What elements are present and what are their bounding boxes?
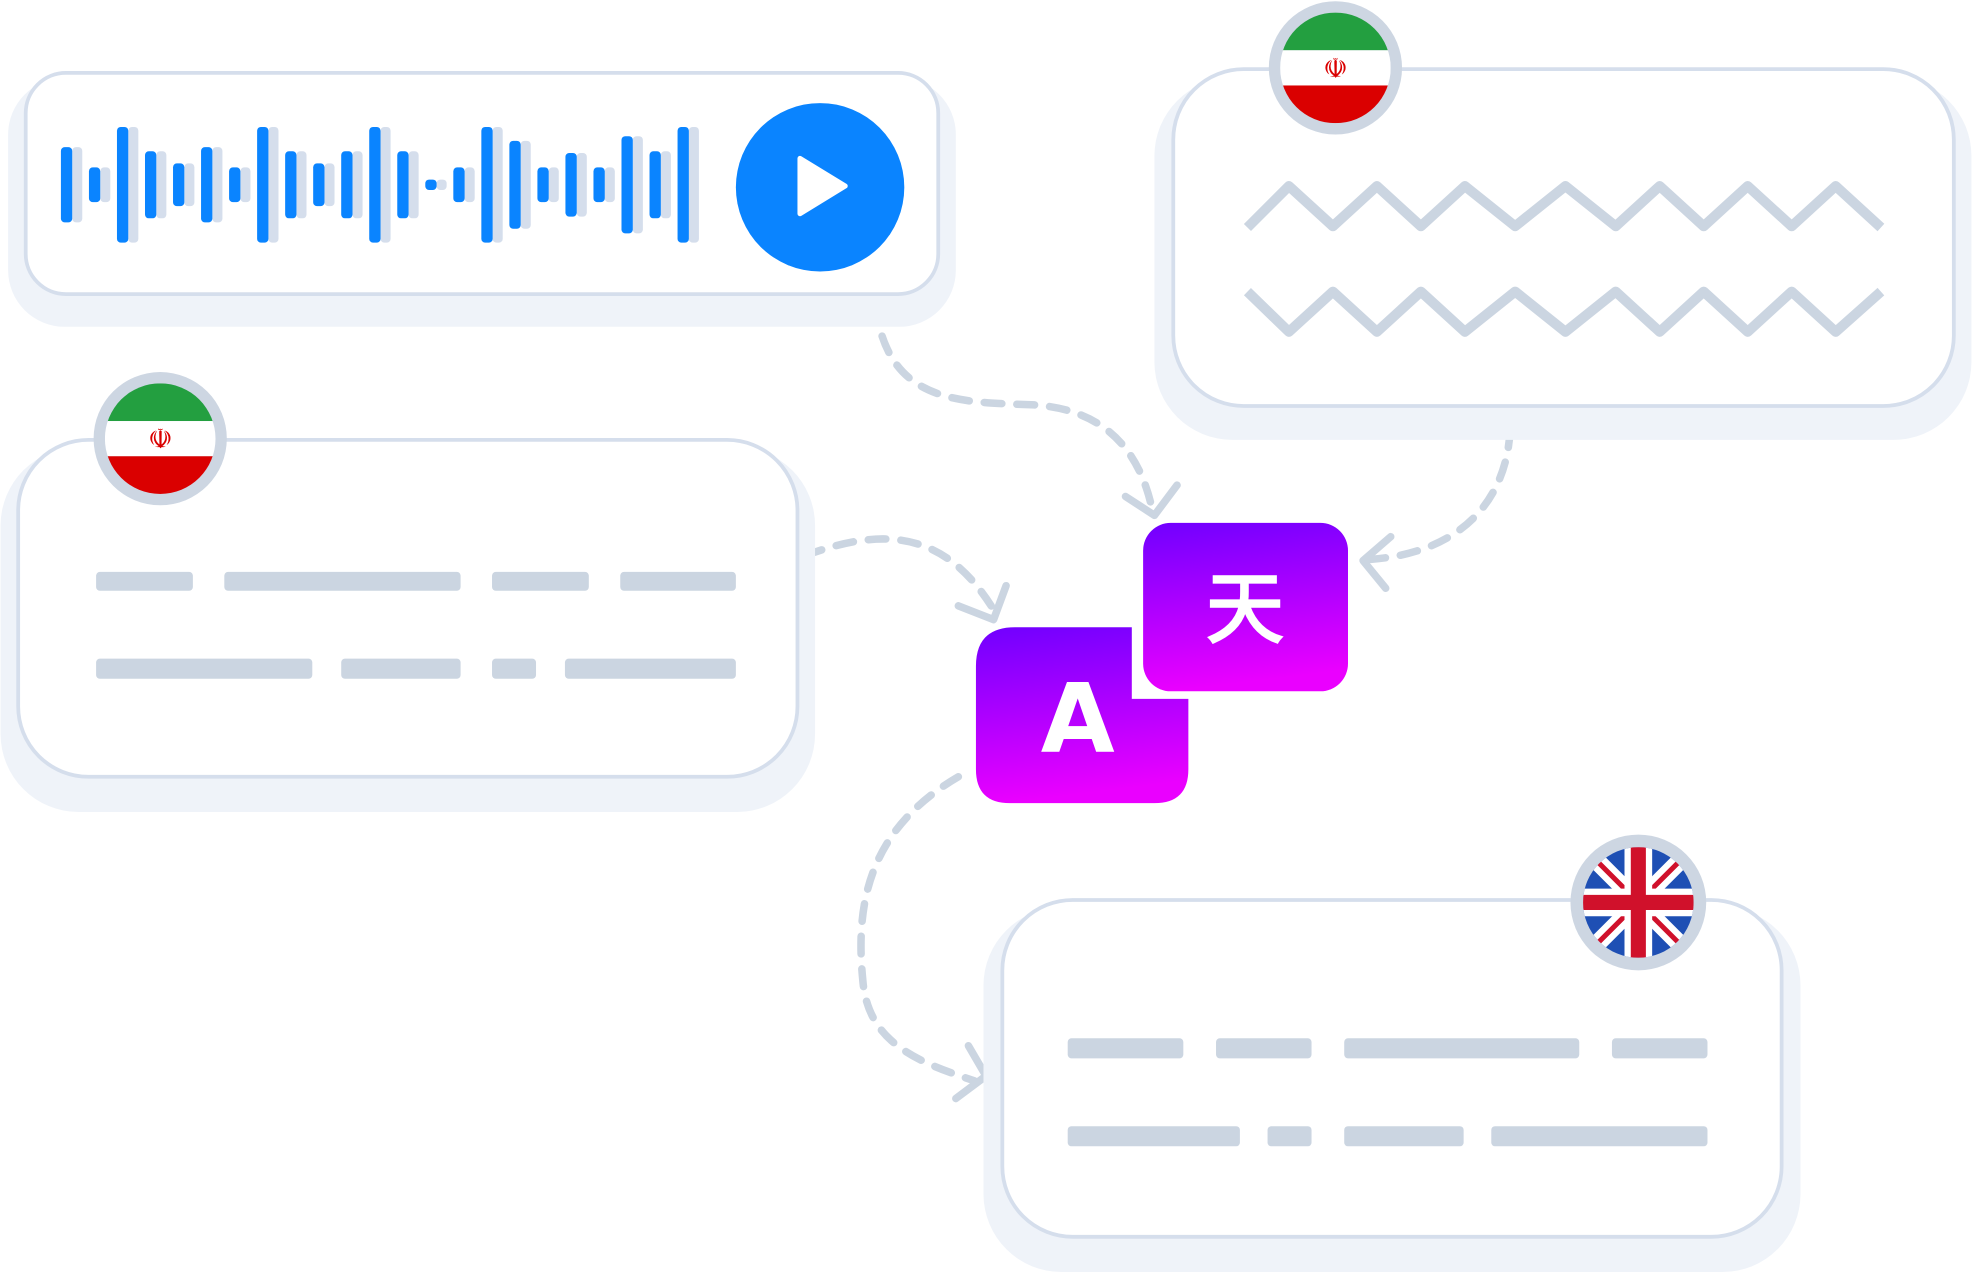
waveform-bar	[88, 167, 101, 203]
connector-speech-to-translate	[1366, 426, 1514, 564]
waveform-bar	[60, 147, 73, 223]
waveform-bar	[677, 126, 689, 243]
waveform-bar	[341, 151, 353, 219]
cjk-glyph: 天	[1206, 565, 1284, 655]
connector-translate-to-english	[857, 773, 979, 1085]
iran-flag-icon: ☫	[93, 372, 227, 506]
waveform-bar	[453, 167, 465, 203]
scribble-lines	[1243, 180, 1885, 337]
dashed-connectors	[801, 300, 1514, 1085]
waveform-bar-shadow	[408, 151, 419, 219]
waveform-bar	[397, 151, 409, 219]
waveform-bar-shadow	[212, 147, 223, 223]
waveform-bar-shadow	[128, 126, 139, 243]
play-icon	[797, 155, 848, 217]
waveform-bar	[369, 126, 381, 243]
audio-waveform	[60, 126, 699, 243]
waveform-bar-shadow	[492, 126, 503, 243]
waveform-bar	[509, 140, 521, 229]
waveform-bar-shadow	[380, 126, 391, 243]
waveform-bar	[537, 167, 549, 203]
waveform-bar-shadow	[604, 167, 615, 203]
waveform-bar-shadow	[296, 151, 307, 219]
speech-text-card: ☫	[1154, 1, 1972, 440]
waveform-bar-shadow	[268, 126, 279, 243]
waveform-bar	[116, 126, 129, 243]
waveform-bar-shadow	[548, 167, 559, 203]
waveform-bar-shadow	[660, 151, 671, 219]
waveform-bar-shadow	[464, 167, 475, 203]
source-language-tile	[975, 627, 1189, 804]
waveform-bar-shadow	[352, 151, 363, 219]
text-placeholder-lines	[96, 571, 736, 679]
waveform-bar	[649, 151, 661, 219]
waveform-bar	[621, 136, 633, 234]
waveform-bar	[565, 152, 577, 217]
waveform-bar-shadow	[520, 140, 531, 229]
source-text-card: ☫	[0, 372, 816, 812]
waveform-bar	[173, 163, 185, 207]
waveform-bar-shadow	[632, 136, 643, 234]
waveform-bar	[144, 151, 157, 219]
play-button[interactable]	[735, 103, 905, 272]
text-placeholder-lines	[1067, 1038, 1708, 1147]
connector-text-to-translate	[801, 535, 998, 614]
uk-flag-icon	[1570, 834, 1707, 971]
waveform-bar	[481, 126, 493, 243]
waveform-bar	[201, 147, 213, 223]
waveform-bar	[425, 179, 437, 190]
svg-text:☫: ☫	[1323, 52, 1348, 85]
target-language-tile	[1143, 522, 1348, 692]
latin-glyph: A	[1041, 663, 1115, 775]
translated-text-card	[983, 834, 1801, 1272]
audio-message-card	[8, 71, 956, 327]
waveform-bar-shadow	[184, 163, 195, 207]
iran-flag-icon: ☫	[1268, 1, 1403, 135]
waveform-bar	[313, 163, 325, 207]
translate-icon: 天 A	[975, 522, 1348, 804]
waveform-bar-shadow	[240, 167, 251, 203]
waveform-bar	[257, 126, 269, 243]
connector-arrowheads	[952, 481, 1395, 1103]
connector-audio-to-translate	[871, 300, 1155, 507]
waveform-bar-shadow	[72, 147, 83, 223]
waveform-bar	[229, 167, 241, 203]
waveform-bar-shadow	[100, 167, 111, 203]
waveform-bar-shadow	[576, 152, 587, 217]
waveform-bar	[593, 167, 605, 203]
waveform-bar-shadow	[324, 163, 335, 207]
waveform-bar	[285, 151, 297, 219]
waveform-bar-shadow	[436, 179, 447, 190]
waveform-bar-shadow	[156, 151, 167, 219]
waveform-bar-shadow	[688, 126, 699, 243]
svg-text:☫: ☫	[148, 423, 173, 456]
